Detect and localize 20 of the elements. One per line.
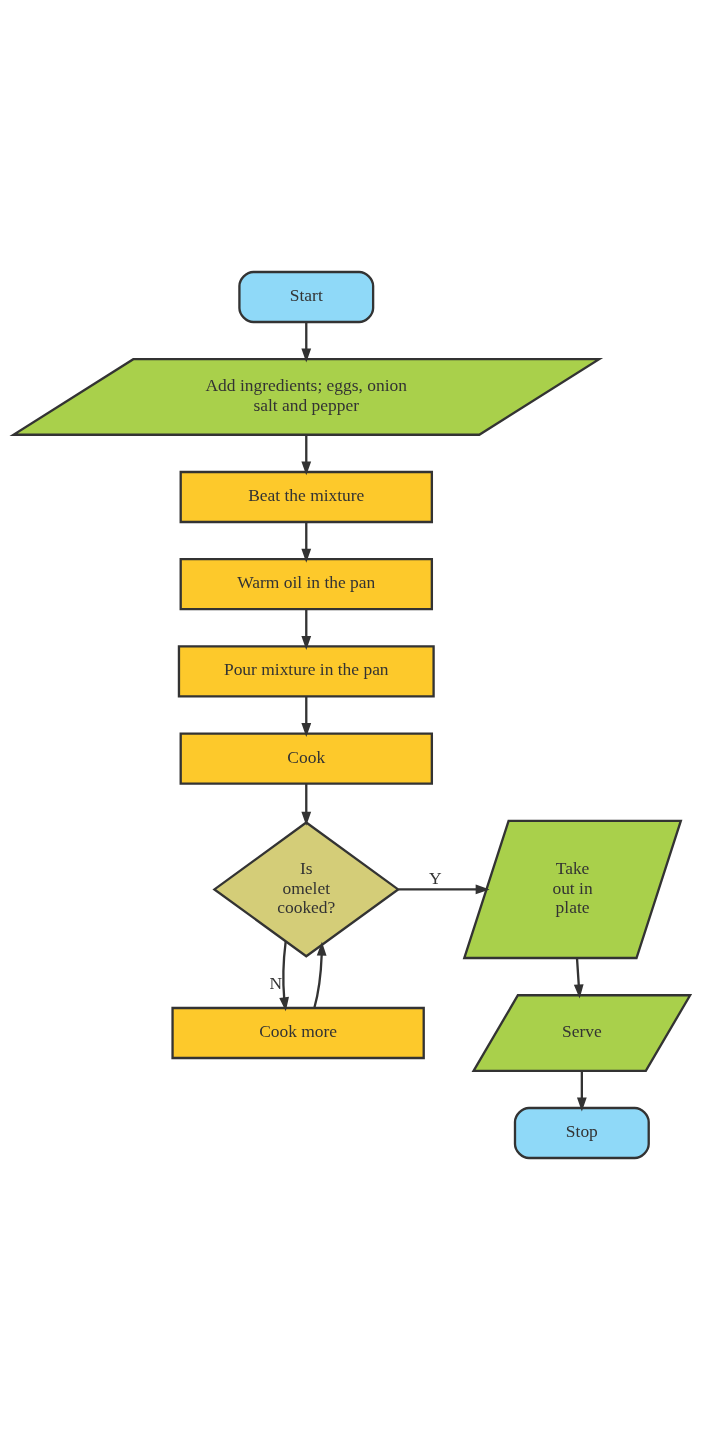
arrow: [397, 884, 490, 894]
arrow: [300, 696, 311, 737]
node-box: Pour mixture in the pan: [177, 644, 435, 698]
node-box: Start: [237, 270, 374, 323]
node-box: Warm oil in the pan: [179, 557, 433, 610]
arrow: [300, 434, 311, 475]
node-box: Stop: [513, 1106, 650, 1159]
arrow: [573, 957, 584, 998]
arrow: [300, 608, 311, 650]
arrow: [312, 941, 327, 1008]
arrow: [278, 940, 289, 1011]
arrow: [300, 521, 311, 563]
node-box: Cook: [179, 731, 433, 785]
arrow: [300, 783, 311, 826]
edge-label: N: [269, 972, 282, 993]
arrow: [576, 1070, 587, 1111]
edge-label: Y: [428, 867, 442, 888]
node-box: Cook more: [170, 1006, 425, 1059]
node-box: Beat the mixture: [179, 470, 433, 523]
arrow: [300, 321, 311, 363]
